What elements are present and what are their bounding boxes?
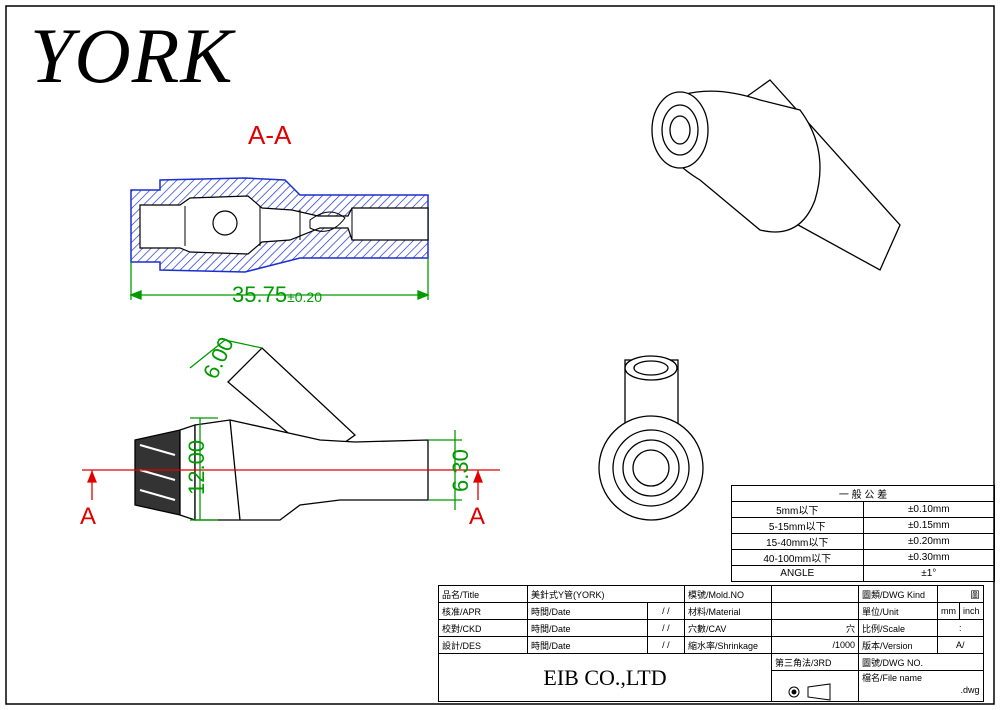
cutting-plane-line [82, 469, 500, 500]
isometric-view-front [598, 355, 704, 521]
side-view [134, 347, 429, 521]
kind-label: 圖類/DWG Kind [858, 585, 938, 603]
tolerance-value: ±0.20mm [862, 533, 995, 550]
ckd-label: 校對/CKD [438, 619, 528, 637]
filename-ext: .dwg [960, 685, 980, 695]
overall-length-tolerance: ±0.20 [287, 289, 322, 305]
tolerance-range: 5-15mm以下 [731, 517, 864, 534]
scale-label: 比例/Scale [858, 619, 938, 637]
cut-marker-left: A [80, 503, 97, 530]
tolerance-value: ±1° [862, 565, 995, 582]
tolerance-range: ANGLE [731, 565, 864, 582]
title-block: 品名/Title 美針式Y管(YORK) 模號/Mold.NO 圖類/DWG K… [438, 585, 984, 702]
date-label: 時間/Date [527, 636, 648, 654]
version-label: 版本/Version [858, 636, 938, 654]
scale-value: : [937, 619, 984, 637]
version-value: A/ [937, 636, 984, 654]
shrink-value: /1000 [771, 636, 859, 654]
cav-unit: 穴 [771, 619, 859, 637]
brand-logo: YORK [30, 12, 234, 99]
date-label: 時間/Date [527, 602, 648, 620]
body-diameter-label: 12.00 [184, 439, 209, 495]
title-value: 美針式Y管(YORK) [527, 585, 685, 603]
general-tolerance-table: 一 般 公 差 5mm以下±0.10mm 5-15mm以下±0.15mm 15-… [731, 485, 995, 582]
tolerance-range: 15-40mm以下 [731, 533, 864, 550]
dimension-overall-length-label: 35.75±0.20 [232, 282, 322, 308]
unit-mm: mm [937, 602, 960, 620]
tolerance-header: 一 般 公 差 [731, 485, 995, 502]
unit-label: 單位/Unit [858, 602, 938, 620]
overall-length-value: 35.75 [232, 282, 288, 307]
date-value: / / [646, 602, 686, 620]
filename-label: 檔名/File name [862, 673, 923, 683]
section-title: A-A [248, 120, 292, 150]
unit-inch: inch [959, 602, 984, 620]
outlet-diameter-label: 6.30 [448, 449, 473, 492]
cut-marker-right: A [469, 503, 486, 530]
date-label: 時間/Date [527, 619, 648, 637]
dimension-lines-side [189, 339, 462, 521]
kind-value: 圖 [937, 585, 984, 603]
dimension-overall-length [129, 258, 430, 300]
date-value: / / [646, 636, 686, 654]
tolerance-range: 5mm以下 [731, 501, 864, 518]
material-value [771, 602, 859, 620]
isometric-view-top [651, 79, 901, 271]
mold-value [771, 585, 859, 603]
date-value: / / [646, 619, 686, 637]
projection-cell [771, 670, 859, 702]
section-view-aa [130, 177, 429, 273]
tolerance-range: 40-100mm以下 [731, 549, 864, 566]
cav-label: 穴數/CAV [684, 619, 772, 637]
des-label: 設計/DES [438, 636, 528, 654]
title-label: 品名/Title [438, 585, 528, 603]
tolerance-value: ±0.15mm [862, 517, 995, 534]
apr-label: 核准/APR [438, 602, 528, 620]
dwgno-label: 圖號/DWG NO. [858, 653, 984, 671]
sheet-border [5, 5, 995, 705]
tolerance-value: ±0.30mm [862, 549, 995, 566]
filename-cell: 檔名/File name .dwg [858, 670, 984, 702]
mold-label: 模號/Mold.NO [684, 585, 772, 603]
tolerance-value: ±0.10mm [862, 501, 995, 518]
company-name: EIB CO.,LTD [438, 653, 772, 702]
shrink-label: 縮水率/Shrinkage [684, 636, 772, 654]
projection-label: 第三角法/3RD [771, 653, 859, 671]
material-label: 材料/Material [684, 602, 772, 620]
